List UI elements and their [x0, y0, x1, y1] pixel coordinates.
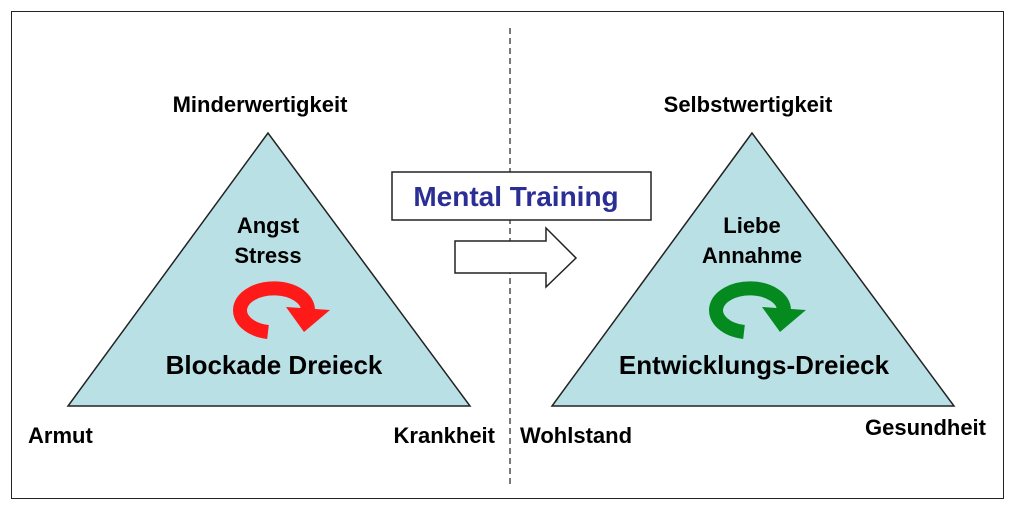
right-bottom-right-label: Gesundheit	[865, 415, 987, 440]
left-inner-line2: Stress	[234, 243, 301, 268]
right-inner-line1: Liebe	[723, 213, 780, 238]
circular-arrow-icon	[709, 281, 806, 339]
left-bottom-left-label: Armut	[28, 423, 93, 448]
development-title: Entwicklungs-Dreieck	[619, 350, 890, 380]
mental-training-label: Mental Training	[413, 181, 618, 212]
circular-arrow-icon	[233, 281, 330, 339]
left-top-label: Minderwertigkeit	[173, 92, 348, 117]
right-bottom-left-label: Wohlstand	[520, 423, 632, 448]
left-inner-line1: Angst	[237, 213, 300, 238]
development-triangle	[550, 131, 956, 407]
right-arrow-icon	[454, 226, 578, 289]
blockade-title: Blockade Dreieck	[166, 350, 383, 380]
blockade-triangle	[66, 131, 472, 407]
right-inner-line2: Annahme	[702, 243, 802, 268]
right-top-label: Selbstwertigkeit	[664, 92, 833, 117]
mental-training-box	[391, 171, 652, 221]
left-bottom-right-label: Krankheit	[394, 423, 496, 448]
diagram-frame	[11, 11, 1004, 499]
